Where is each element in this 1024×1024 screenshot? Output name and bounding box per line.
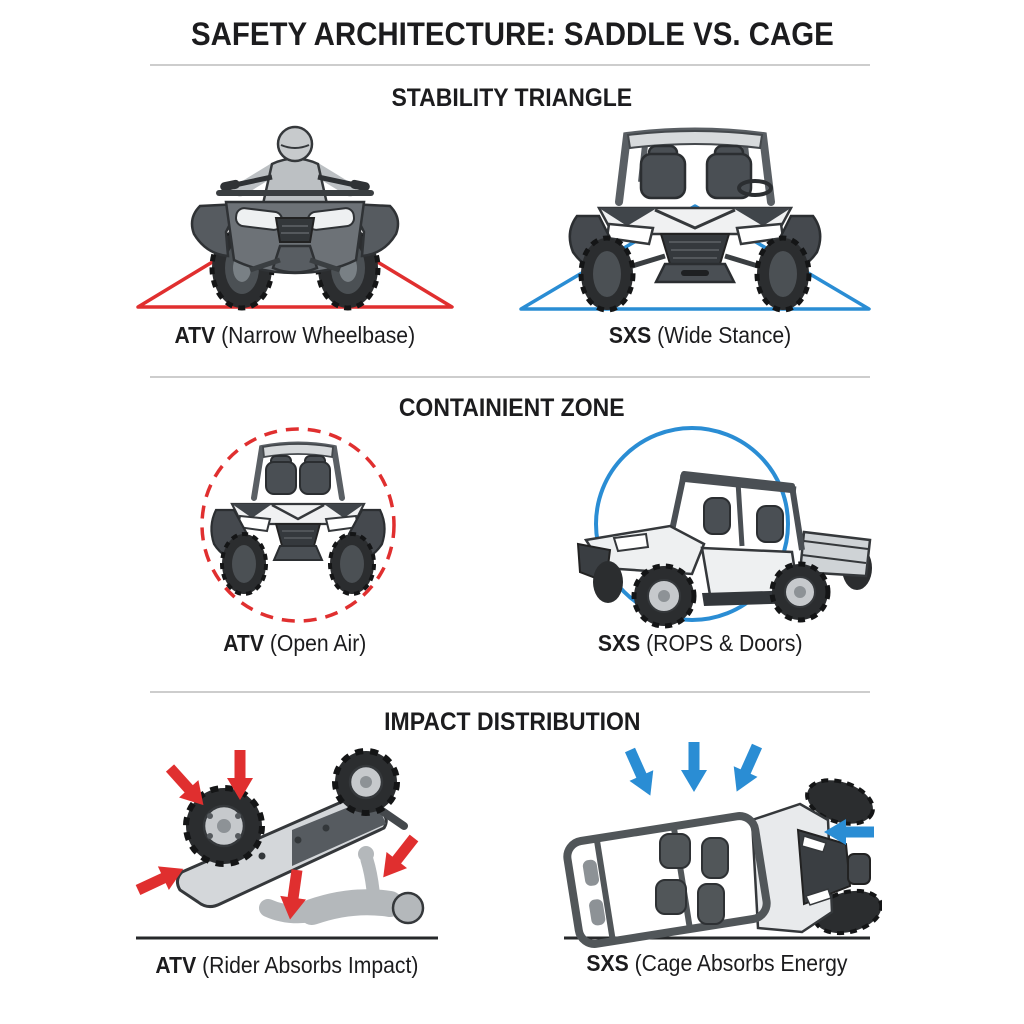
label-atv-stability: ATV (Narrow Wheelbase) xyxy=(174,322,416,348)
section-heading-impact: IMPACT DISTRIBUTION xyxy=(383,708,641,736)
divider-line-2 xyxy=(150,376,870,378)
sxs-seats xyxy=(639,144,753,200)
sxs-front-tires xyxy=(578,235,812,313)
rider-helmet xyxy=(276,125,314,163)
page-title: SAFETY ARCHITECTURE: SADDLE VS. CAGE xyxy=(190,16,834,52)
label-atv-impact: ATV (Rider Absorbs Impact) xyxy=(155,952,419,978)
seats xyxy=(655,833,729,925)
label-sxs-stability: SXS (Wide Stance) xyxy=(608,322,792,348)
headlight xyxy=(612,532,650,553)
roll-cage-frame xyxy=(563,812,771,948)
sxs-front-illustration xyxy=(519,127,871,313)
atv-body xyxy=(190,190,400,275)
front-bumper xyxy=(271,244,319,274)
section-heading-stability: STABILITY TRIANGLE xyxy=(391,84,633,112)
atv-rider-front-illustration xyxy=(136,125,454,311)
label-sxs-impact: SXS (Cage Absorbs Energy xyxy=(586,950,848,976)
section-heading-containment: CONTAINIENT ZONE xyxy=(399,394,625,422)
divider-line-1 xyxy=(150,64,870,66)
atv-open-air-illustration xyxy=(200,427,396,623)
steering-wheel xyxy=(737,179,773,197)
sxs-rops-illustration xyxy=(576,426,872,629)
overturned-sxs-body xyxy=(563,778,882,948)
sxs-rollover-illustration xyxy=(563,740,882,948)
red-dashed-containment-circle xyxy=(200,427,396,623)
atv-rollover-illustration xyxy=(132,748,438,940)
label-atv-containment: ATV (Open Air) xyxy=(223,630,367,656)
overturned-atv-body xyxy=(175,748,408,909)
blue-containment-circle xyxy=(594,426,790,622)
sxs-three-quarter-vehicle xyxy=(576,471,872,629)
divider-line-3 xyxy=(150,691,870,693)
open-vehicle xyxy=(210,441,386,596)
label-sxs-containment: SXS (ROPS & Doors) xyxy=(597,630,803,656)
grille xyxy=(274,217,316,243)
